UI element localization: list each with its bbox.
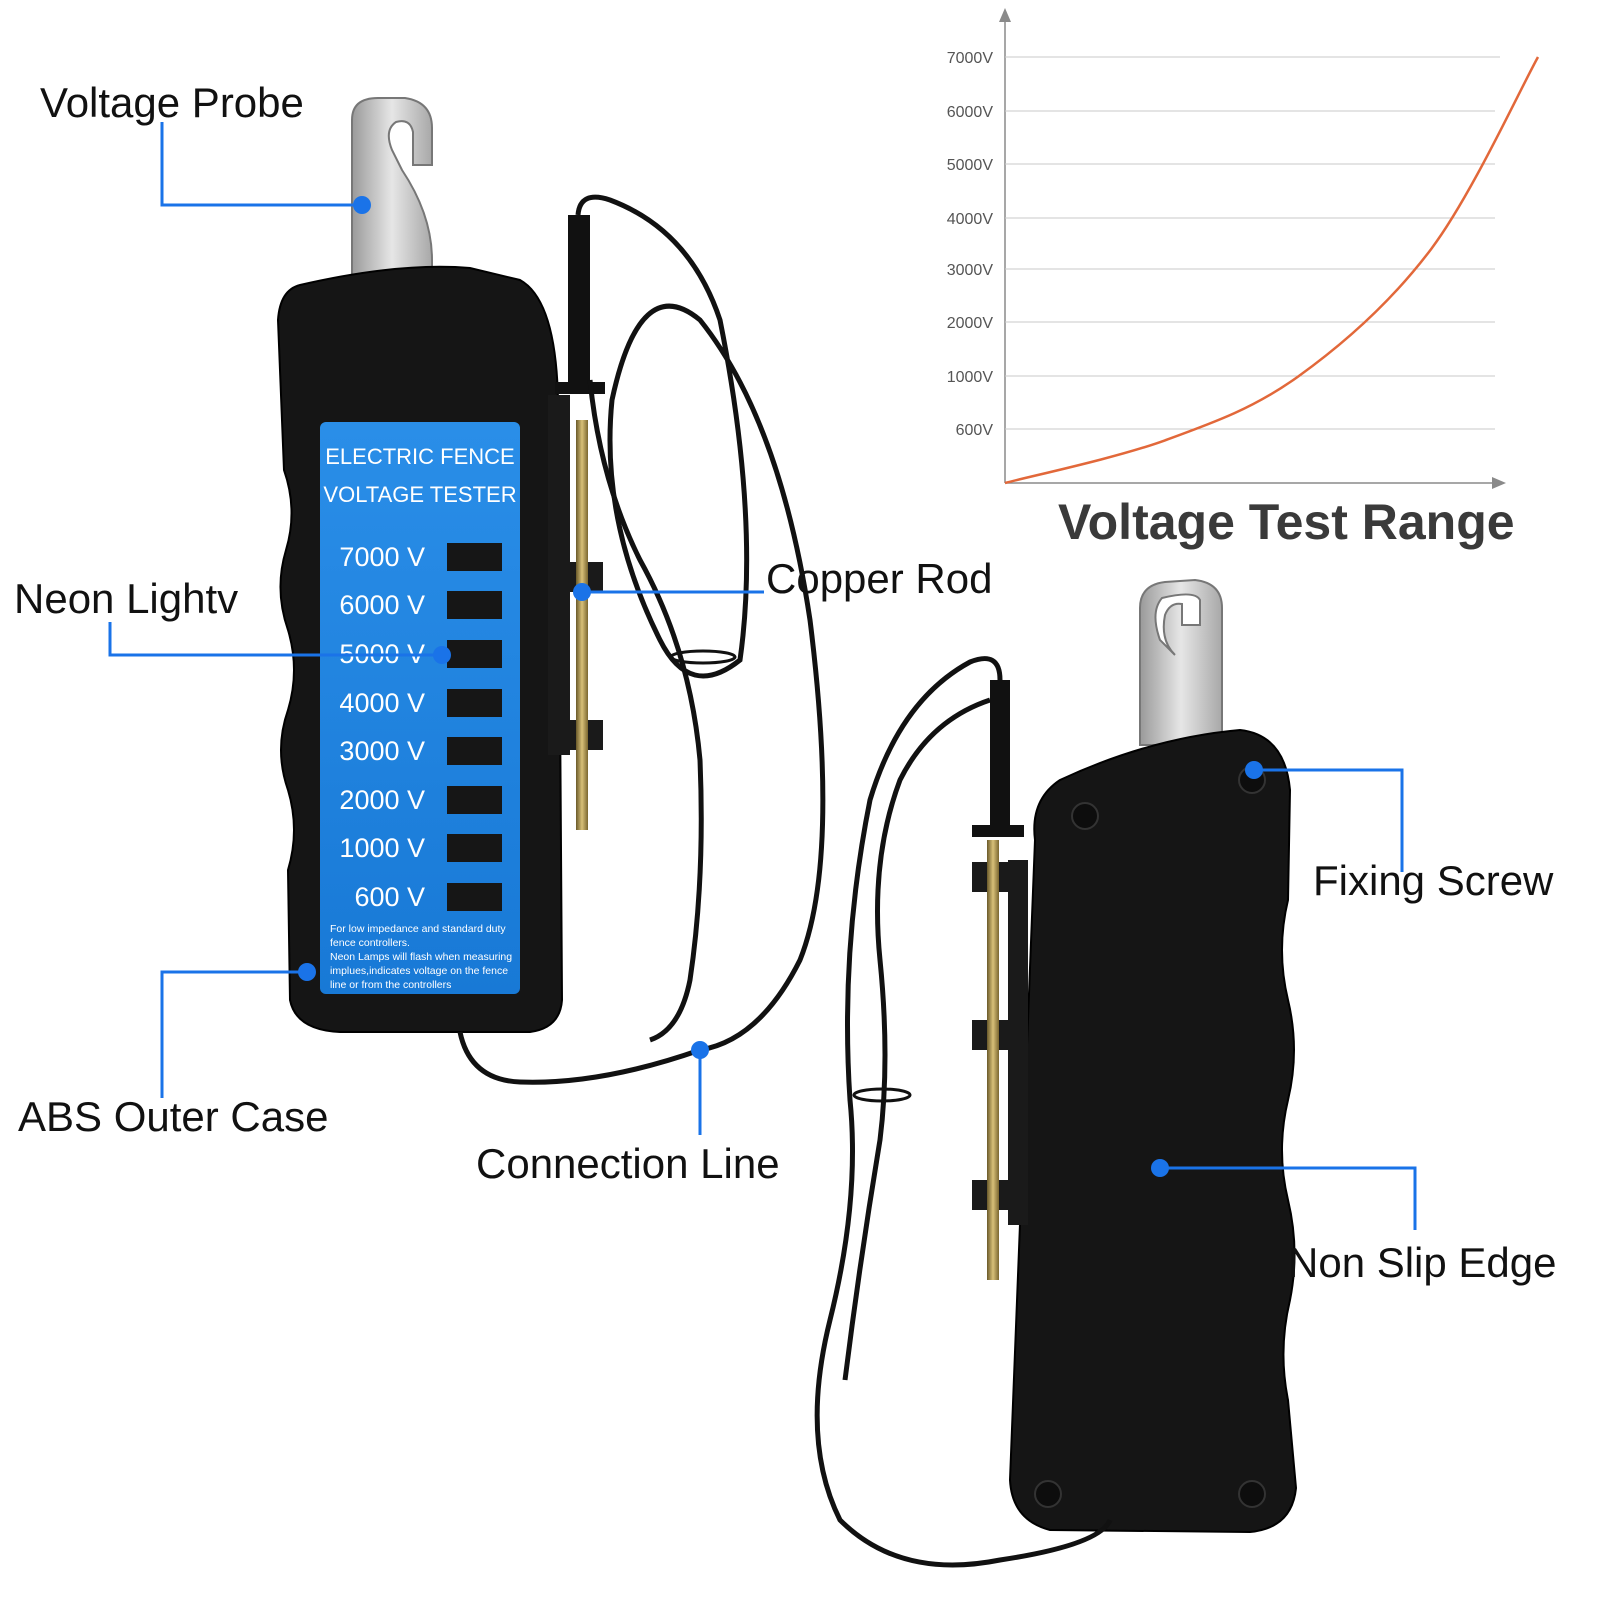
neon-lamp bbox=[447, 591, 502, 619]
front-cable-loop bbox=[587, 379, 704, 1043]
back-copper-rod bbox=[987, 840, 999, 1280]
panel-note-line: line or from the controllers bbox=[330, 979, 451, 991]
callout-dots bbox=[298, 196, 1263, 1177]
panel-note-line: implues,indicates voltage on the fence bbox=[330, 965, 508, 977]
label-connection-line: Connection Line bbox=[476, 1140, 780, 1187]
level-label: 3000 V bbox=[339, 736, 425, 766]
callout-dot bbox=[433, 646, 451, 664]
voltage-probe-hook bbox=[351, 97, 433, 286]
back-probe-hook bbox=[1139, 578, 1223, 746]
label-copper-rod: Copper Rod bbox=[766, 555, 993, 602]
leader-fixing-screw bbox=[1254, 768, 1404, 872]
label-abs-outer-case: ABS Outer Case bbox=[18, 1093, 329, 1140]
back-rod-clip bbox=[972, 1020, 1027, 1050]
neon-lamp bbox=[447, 543, 502, 571]
y-tick-label: 600V bbox=[956, 422, 994, 439]
y-tick-label: 5000V bbox=[947, 157, 994, 174]
leader-non-slip-edge bbox=[1160, 1166, 1417, 1230]
back-plug-top bbox=[972, 825, 1024, 837]
callout-dot bbox=[573, 583, 591, 601]
y-tick-label: 7000V bbox=[947, 50, 994, 67]
fixing-screw bbox=[1238, 1480, 1266, 1508]
chart-title: Voltage Test Range bbox=[1058, 494, 1515, 550]
voltage-range-chart: 7000V 6000V 5000V 4000V 3000V 2000V 1000… bbox=[947, 8, 1540, 489]
front-tester: ELECTRIC FENCE VOLTAGE TESTER 7000 V 600… bbox=[276, 97, 826, 1085]
chart-y-axis-arrow bbox=[999, 8, 1011, 22]
callout-dot bbox=[1245, 761, 1263, 779]
panel-note-line: fence controllers. bbox=[330, 937, 410, 949]
back-case bbox=[1008, 728, 1298, 1534]
chart-x-axis-arrow bbox=[1492, 477, 1506, 489]
leader-voltage-probe bbox=[160, 122, 362, 207]
back-plug-body bbox=[990, 680, 1010, 828]
copper-rod bbox=[576, 420, 588, 830]
callout-dot bbox=[298, 963, 316, 981]
fixing-screw bbox=[1034, 1480, 1062, 1508]
label-non-slip-edge: Non Slip Edge bbox=[1288, 1239, 1557, 1286]
cable-tie bbox=[669, 649, 737, 665]
back-rod-clip bbox=[972, 862, 1027, 892]
neon-lamp bbox=[447, 640, 502, 668]
panel-note-line: Neon Lamps will flash when measuring bbox=[330, 951, 512, 963]
back-connection-cable bbox=[814, 656, 1113, 1568]
neon-lamp bbox=[447, 883, 502, 911]
level-label: 4000 V bbox=[339, 688, 425, 718]
panel-title-line1: ELECTRIC FENCE bbox=[325, 444, 514, 469]
label-fixing-screw: Fixing Screw bbox=[1313, 857, 1554, 904]
level-label: 6000 V bbox=[339, 590, 425, 620]
neon-level-list: 7000 V 6000 V 5000 V 4000 V 3000 V 2000 … bbox=[339, 542, 502, 912]
level-label: 600 V bbox=[354, 882, 425, 912]
callout-dot bbox=[353, 196, 371, 214]
level-label: 1000 V bbox=[339, 833, 425, 863]
neon-lamp bbox=[447, 786, 502, 814]
y-tick-label: 1000V bbox=[947, 369, 994, 386]
panel-title-line2: VOLTAGE TESTER bbox=[323, 482, 516, 507]
y-tick-label: 2000V bbox=[947, 315, 994, 332]
neon-lamp bbox=[447, 689, 502, 717]
callout-dot bbox=[691, 1041, 709, 1059]
callout-leaders bbox=[108, 122, 1417, 1230]
y-tick-label: 3000V bbox=[947, 262, 994, 279]
level-label: 2000 V bbox=[339, 785, 425, 815]
plug-body bbox=[568, 215, 590, 385]
panel-note: For low impedance and standard duty fenc… bbox=[330, 923, 512, 991]
label-voltage-probe: Voltage Probe bbox=[40, 79, 304, 126]
level-label: 7000 V bbox=[339, 542, 425, 572]
fixing-screw bbox=[1071, 802, 1099, 830]
leader-neon-light bbox=[108, 622, 442, 657]
y-tick-label: 4000V bbox=[947, 211, 994, 228]
label-neon-light: Neon Lightv bbox=[14, 575, 239, 622]
back-rod-clip bbox=[972, 1180, 1027, 1210]
chart-gridlines bbox=[1005, 56, 1500, 430]
rod-clip bbox=[548, 720, 603, 750]
neon-lamp bbox=[447, 737, 502, 765]
leader-abs-case bbox=[160, 970, 307, 1098]
y-tick-label: 6000V bbox=[947, 104, 994, 121]
panel-note-line: For low impedance and standard duty bbox=[330, 923, 506, 935]
voltage-curve-line bbox=[1004, 56, 1540, 485]
back-tester bbox=[814, 578, 1298, 1568]
callout-dot bbox=[1151, 1159, 1169, 1177]
neon-lamp bbox=[447, 834, 502, 862]
chart-y-ticks: 7000V 6000V 5000V 4000V 3000V 2000V 1000… bbox=[947, 50, 994, 439]
back-cable-tie bbox=[852, 1087, 912, 1103]
back-cable-loop bbox=[842, 697, 991, 1381]
